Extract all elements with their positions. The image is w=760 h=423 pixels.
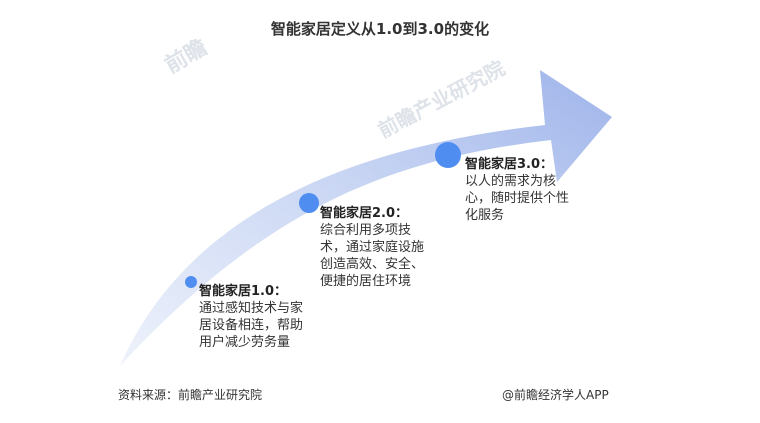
stage-1-description: 通过感知技术与家居设备相连，帮助用户减少劳务量 xyxy=(199,301,304,350)
growth-arrow xyxy=(120,70,612,366)
credit-note: @前瞻经济学人APP xyxy=(502,388,609,402)
stage-2-dot xyxy=(299,193,319,213)
stage-3-dot xyxy=(435,142,461,168)
source-note: 资料来源：前瞻产业研究院 xyxy=(118,388,263,402)
stage-3-block: 智能家居3.0： 以人的需求为核心，随时提供个性化服务 xyxy=(465,156,575,224)
stage-3-description: 以人的需求为核心，随时提供个性化服务 xyxy=(465,174,570,223)
stage-2-block: 智能家居2.0： 综合利用多项技术，通过家庭设施创造高效、安全、便捷的居住环境 xyxy=(320,205,435,290)
diagram-title: 智能家居定义从1.0到3.0的变化 xyxy=(270,20,490,38)
stage-2-heading: 智能家居2.0： xyxy=(320,206,409,221)
stage-2-description: 综合利用多项技术，通过家庭设施创造高效、安全、便捷的居住环境 xyxy=(320,223,425,289)
stage-3-heading: 智能家居3.0： xyxy=(465,157,554,172)
stage-1-heading: 智能家居1.0： xyxy=(199,284,288,299)
stage-1-block: 智能家居1.0： 通过感知技术与家居设备相连，帮助用户减少劳务量 xyxy=(199,283,307,351)
stage-1-dot xyxy=(185,276,197,288)
